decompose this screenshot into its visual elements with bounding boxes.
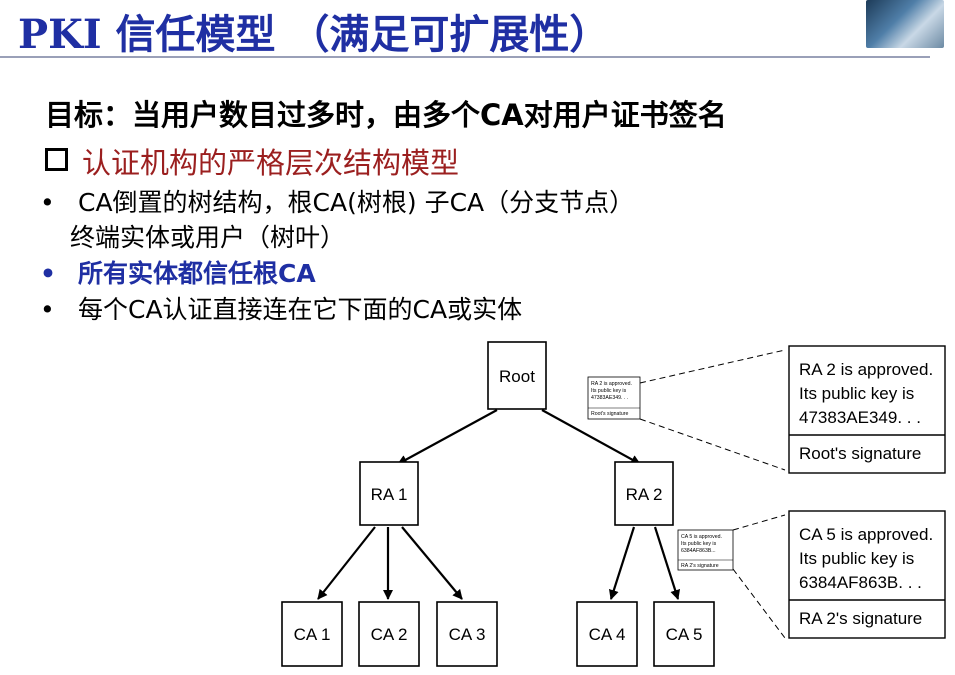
- bullet-continuation: 终端实体或用户（树叶）: [70, 223, 346, 252]
- section-heading-label: 认证机构的严格层次结构模型: [82, 146, 460, 180]
- node-ra1-label: RA 1: [371, 485, 408, 504]
- cert-ra2-enlarged: CA 5 is approved. Its public key is 6384…: [788, 510, 946, 639]
- cert-ra2-line3: 6384AF863B. . .: [799, 573, 922, 592]
- cert-ra2-line1: CA 5 is approved.: [799, 525, 933, 544]
- bullet-dot: •: [40, 188, 55, 217]
- logo-image: [866, 0, 944, 48]
- bullet-text: CA倒置的树结构，根CA(树根) 子CA（分支节点）: [78, 188, 635, 217]
- tree-nodes: Root RA 1 RA 2 CA 1 CA 2 CA 3 CA 4 CA 5: [281, 341, 715, 667]
- cert-ra2-signature: RA 2's signature: [799, 609, 922, 628]
- cert-root-line3: 47383AE349. . .: [799, 408, 921, 427]
- title-divider: [0, 56, 930, 58]
- node-ca1-box: [281, 601, 343, 667]
- node-ra2-box: [614, 461, 674, 526]
- small-cert-root: RA 2 is approved. Its public key is 4738…: [587, 376, 641, 420]
- node-ca3-box: [436, 601, 498, 667]
- node-root-box: [487, 341, 547, 410]
- node-ca4-box: [576, 601, 638, 667]
- small-cert-ra2-line1: CA 5 is approved.: [681, 534, 722, 540]
- node-ra1-box: [359, 461, 419, 526]
- bullet-item: • 每个CA认证直接连在它下面的CA或实体: [40, 290, 522, 326]
- cert-ra2-line2: Its public key is: [799, 549, 914, 568]
- node-ca5-label: CA 5: [666, 625, 703, 644]
- small-cert-ra2-signature: RA 2's signature: [681, 563, 719, 569]
- edge-ra1-ca1: [317, 526, 376, 600]
- node-ca5-box: [653, 601, 715, 667]
- bullet-item: • CA倒置的树结构，根CA(树根) 子CA（分支节点）: [40, 183, 634, 219]
- callout-ra2-bottom: [732, 568, 786, 639]
- bullet-dot: •: [40, 295, 55, 324]
- small-cert-ra2-line2: Its public key is: [681, 541, 717, 547]
- small-cert-root-signature: Root's signature: [591, 411, 628, 417]
- node-ca3-label: CA 3: [449, 625, 486, 644]
- cert-root-enlarged: RA 2 is approved. Its public key is 4738…: [788, 345, 946, 474]
- node-ca4-label: CA 4: [589, 625, 626, 644]
- small-cert-root-line2: Its public key is: [591, 388, 627, 394]
- square-bullet-icon: [45, 148, 68, 171]
- edge-root-ra1: [397, 409, 498, 465]
- edge-ra1-ca3: [401, 526, 463, 600]
- bullet-item-emphasis: • 所有实体都信任根CA: [40, 254, 316, 290]
- edge-ra2-ca5: [653, 526, 681, 600]
- node-root-label: Root: [499, 367, 535, 386]
- node-ca1-label: CA 1: [294, 625, 331, 644]
- small-cert-ra2-line3: 6384AF863B...: [681, 548, 716, 554]
- tree-edges: [317, 409, 681, 600]
- bullet-dot: •: [40, 259, 56, 288]
- callout-root-top: [639, 349, 786, 384]
- small-cert-root-line3: 47383AE349. . .: [591, 395, 628, 401]
- cert-root-line1: RA 2 is approved.: [799, 360, 933, 379]
- node-ca2-label: CA 2: [371, 625, 408, 644]
- callout-ra2-top: [732, 514, 786, 531]
- bullet-text: 每个CA认证直接连在它下面的CA或实体: [78, 295, 523, 324]
- edge-root-ra2: [541, 409, 641, 465]
- small-cert-ra2: CA 5 is approved. Its public key is 6384…: [677, 529, 734, 571]
- callout-lines: [639, 349, 786, 639]
- section-heading: 认证机构的严格层次结构模型: [45, 140, 459, 182]
- cert-root-line2: Its public key is: [799, 384, 914, 403]
- callout-root-bottom: [639, 418, 786, 471]
- page-title: PKI 信任模型 （满足可扩展性）: [18, 11, 610, 58]
- cert-root-signature: Root's signature: [799, 444, 921, 463]
- node-ra2-label: RA 2: [626, 485, 663, 504]
- node-ca2-box: [358, 601, 420, 667]
- goal-text: 目标：当用户数目过多时，由多个CA对用户证书签名: [45, 98, 727, 132]
- edge-ra2-ca4: [608, 526, 636, 600]
- bullet-text: 所有实体都信任根CA: [78, 259, 316, 288]
- small-cert-root-line1: RA 2 is approved.: [591, 381, 632, 387]
